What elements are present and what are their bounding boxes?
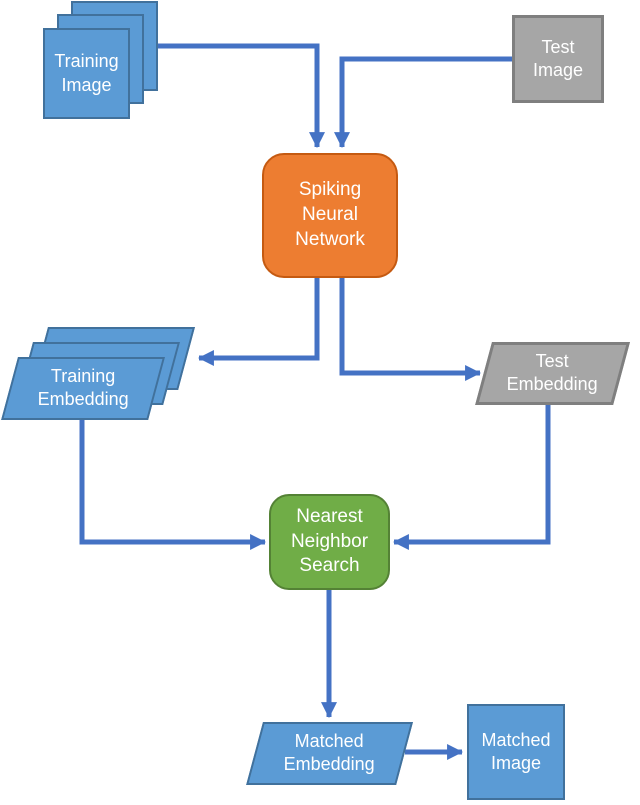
edge-test-image-to-snn <box>333 56 512 149</box>
training-image-box: Training Image <box>43 28 130 119</box>
training-embedding-box: Training Embedding <box>1 357 165 420</box>
node-test-image: Test Image <box>512 15 604 103</box>
edge-training-image-to-snn <box>158 43 326 149</box>
edge-test-embedding-to-nns <box>392 405 551 551</box>
spiking-neural-network-label: Spiking Neural Network <box>295 179 365 250</box>
nearest-neighbor-search-label: Nearest Neighbor Search <box>290 505 369 577</box>
node-spiking-neural-network: Spiking Neural Network <box>262 153 398 278</box>
node-matched-image: Matched Image <box>467 704 565 800</box>
test-image-label: Test Image <box>532 36 584 80</box>
training-image-label: Training Image <box>54 51 119 95</box>
node-matched-embedding: Matched Embedding <box>246 722 413 785</box>
matched-image-label: Matched Image <box>481 729 551 773</box>
edge-snn-to-training-embedding <box>197 278 320 367</box>
test-embedding-label: Test Embedding <box>507 351 599 395</box>
training-embedding-label: Training Embedding <box>37 366 129 410</box>
edge-snn-to-test-embedding <box>339 278 482 382</box>
node-test-embedding: Test Embedding <box>475 342 630 405</box>
edge-training-embedding-to-nns <box>79 420 267 551</box>
node-nearest-neighbor-search: Nearest Neighbor Search <box>269 494 390 590</box>
matched-embedding-label: Matched Embedding <box>284 731 376 775</box>
